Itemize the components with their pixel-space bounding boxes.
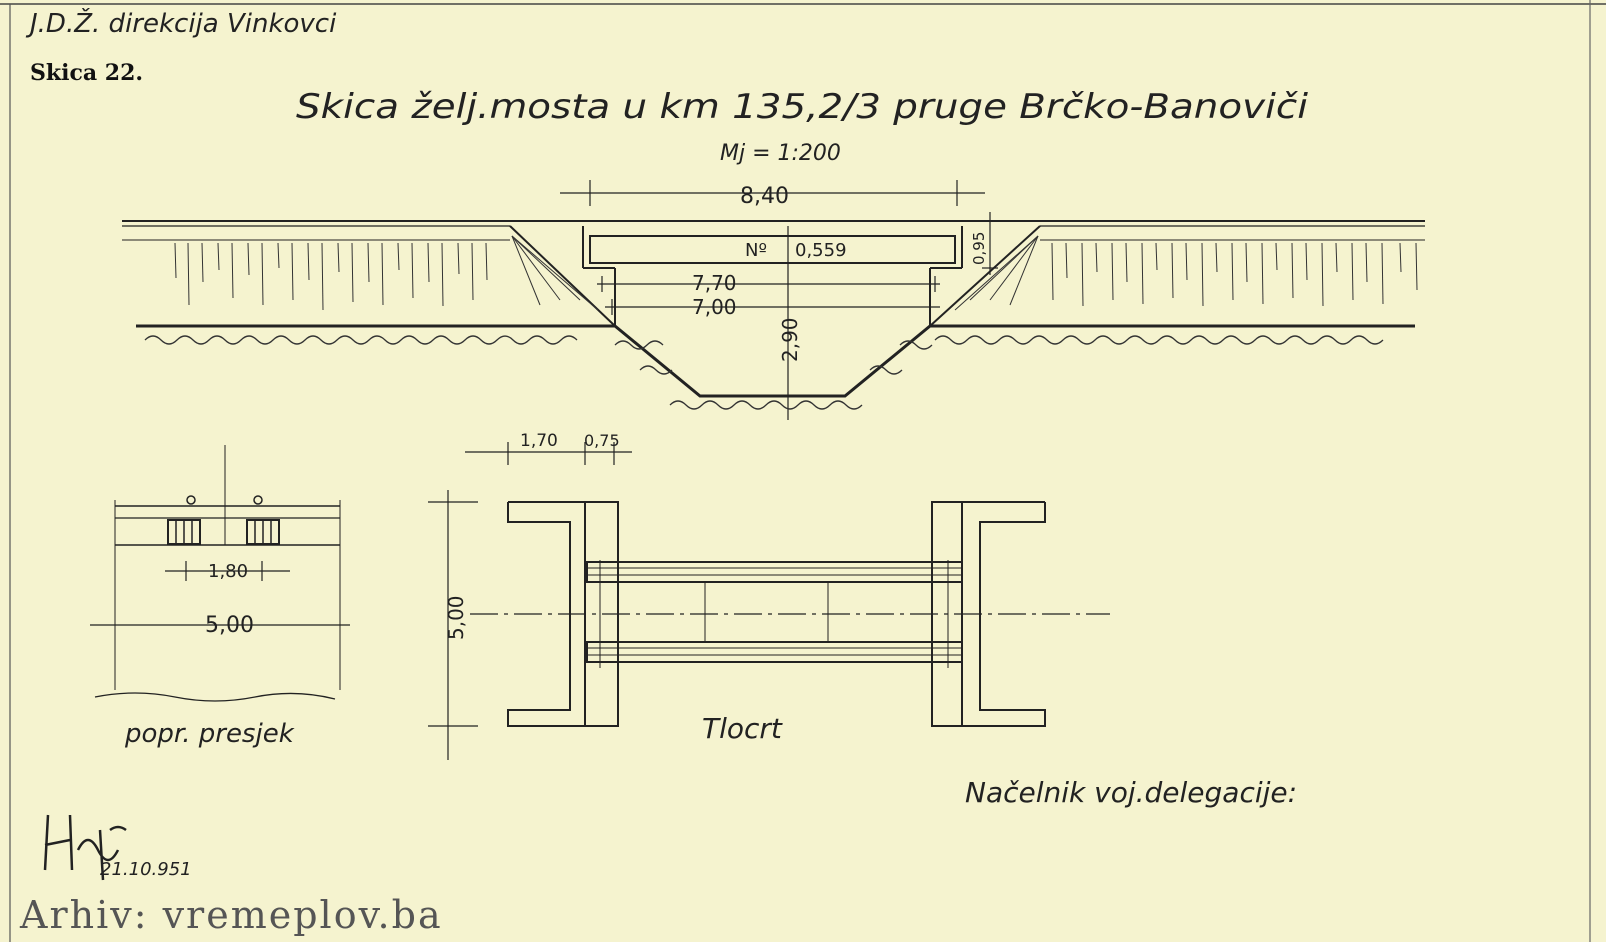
plan-view — [428, 442, 1110, 760]
elevation-view — [122, 180, 1425, 420]
plan-caption: Tlocrt — [702, 712, 783, 745]
signature-role: Načelnik voj.delegacije: — [965, 776, 1297, 809]
signature-date: 21.10.951 — [100, 859, 192, 880]
cross-section-view — [90, 445, 350, 702]
drawing-scale: Mj = 1:200 — [720, 141, 841, 166]
opening-height-label: 2,90 — [778, 317, 802, 362]
office-heading: J.D.Ž. direkcija Vinkovci — [25, 7, 337, 39]
cross-width-label: 5,00 — [205, 613, 254, 638]
embankment-hatching — [174, 235, 1418, 311]
plan-dim-075-label: 0,75 — [584, 431, 620, 450]
beam-height-label: 0,559 — [795, 240, 847, 261]
bearing-height-label: 0,95 — [970, 232, 988, 265]
span-700-label: 7,00 — [692, 295, 737, 319]
soil-hatching — [144, 335, 1384, 410]
beam-number-label: Nº — [745, 240, 767, 261]
handwritten-signature — [43, 814, 127, 881]
drawing-title: Skica želj.mosta u km 135,2/3 pruge Brčk… — [296, 87, 1309, 127]
rail-gauge-label: 1,80 — [208, 561, 248, 582]
archive-watermark: Arhiv: vremeplov.ba — [19, 893, 443, 937]
plan-dim-170-label: 1,70 — [520, 431, 558, 451]
cross-section-caption: popr. presjek — [124, 719, 295, 749]
sketch-number: Skica 22. — [30, 60, 143, 86]
plan-width-label: 5,00 — [444, 595, 468, 640]
span-total-label: 8,40 — [740, 184, 789, 209]
span-770-label: 7,70 — [692, 271, 737, 295]
